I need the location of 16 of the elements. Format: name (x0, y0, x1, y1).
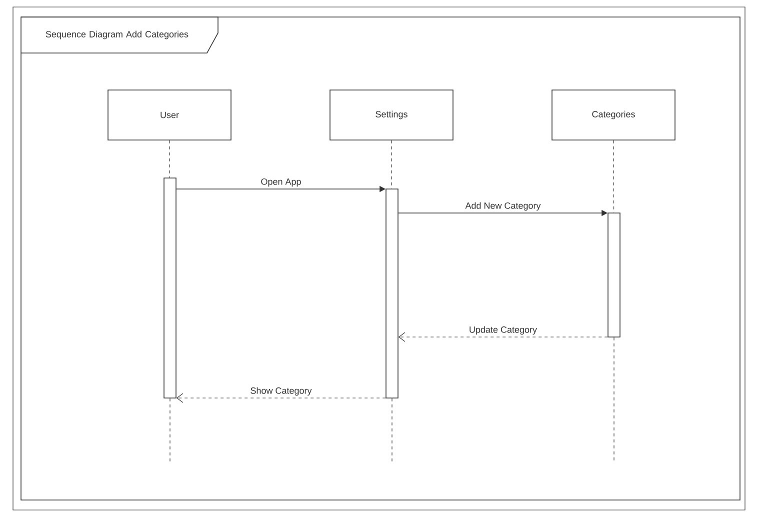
participant-box: User (108, 90, 232, 140)
message-arrow (176, 393, 386, 403)
frame-tag: Sequence Diagram Add Categories (20, 16, 218, 54)
message-label: Update Category (468, 325, 538, 336)
activation-bar (386, 188, 398, 398)
message-label: Open App (260, 177, 302, 188)
participant-box: Settings (330, 90, 454, 140)
message-label: Add New Category (464, 201, 542, 212)
lifeline (613, 140, 614, 213)
message-arrow (398, 332, 608, 342)
activation-bar (608, 212, 620, 338)
message-label: Show Category (249, 386, 313, 397)
participant-box: Categories (552, 90, 676, 140)
lifeline (169, 140, 170, 178)
activation-bar (164, 178, 176, 398)
lifeline (391, 140, 392, 189)
